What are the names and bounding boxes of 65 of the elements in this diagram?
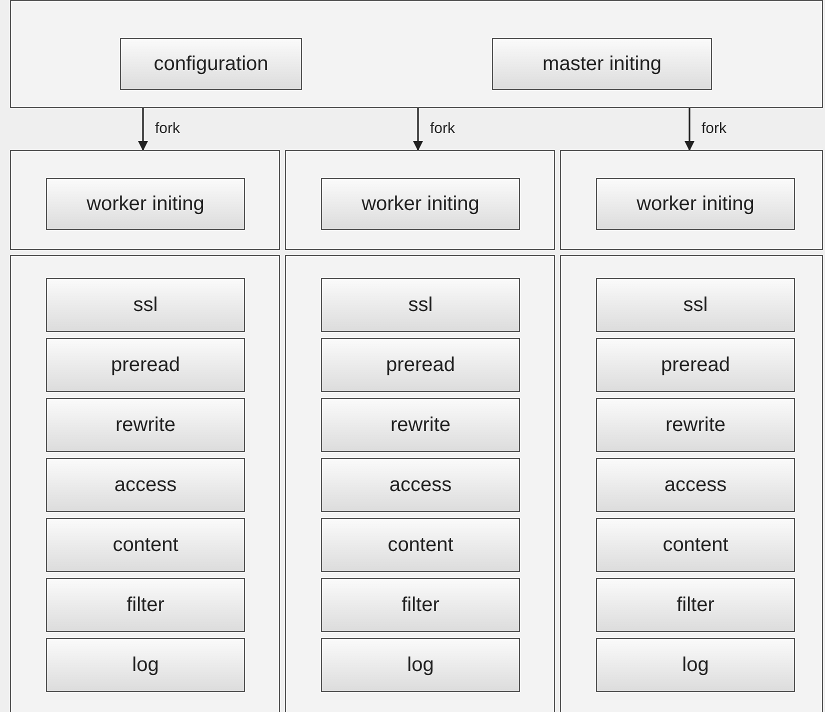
process-box: [46, 458, 245, 512]
process-box: [321, 398, 520, 452]
process-box: [321, 278, 520, 332]
box-label: preread: [111, 353, 180, 378]
group-panel: [10, 150, 280, 250]
box-label: content: [662, 533, 728, 558]
box-label: worker initing: [636, 192, 754, 217]
process-box: [596, 578, 795, 632]
group-panel: [560, 150, 823, 250]
process-box: [321, 178, 520, 230]
box-label: ssl: [133, 293, 158, 318]
box-label: log: [132, 653, 159, 678]
process-box: [596, 338, 795, 392]
edge-label: fork: [430, 119, 456, 139]
process-box: [46, 638, 245, 692]
box-label: rewrite: [390, 413, 450, 438]
group-panel: [285, 150, 555, 250]
arrow: [138, 108, 148, 151]
box-label: filter: [402, 593, 440, 618]
box-label: ssl: [408, 293, 433, 318]
process-box: [46, 518, 245, 572]
arrow: [413, 108, 423, 151]
edge-label: fork: [702, 119, 727, 139]
group-panel: [560, 255, 823, 712]
group-panel: [10, 0, 823, 108]
box-label: rewrite: [115, 413, 176, 438]
process-box: [46, 578, 245, 632]
box-label: access: [389, 473, 452, 498]
box-label: log: [407, 653, 434, 678]
process-box: [46, 338, 245, 392]
arrow: [684, 108, 694, 151]
process-box: [321, 638, 520, 692]
process-box: [492, 38, 712, 90]
process-box: [596, 278, 795, 332]
box-label: worker initing: [86, 192, 204, 217]
process-box: [120, 38, 302, 90]
box-label: access: [114, 473, 177, 498]
process-box: [46, 178, 245, 230]
box-label: content: [112, 533, 178, 558]
edge-label: fork: [155, 119, 180, 139]
process-box: [596, 518, 795, 572]
box-label: ssl: [683, 293, 708, 318]
box-label: filter: [676, 593, 714, 618]
process-box: [321, 518, 520, 572]
process-box: [321, 578, 520, 632]
process-box: [596, 638, 795, 692]
box-label: master initing: [542, 52, 662, 77]
process-box: [46, 278, 245, 332]
box-label: filter: [126, 593, 164, 618]
process-box: [596, 178, 795, 230]
process-box: [596, 398, 795, 452]
box-label: access: [664, 473, 727, 498]
box-label: worker initing: [362, 192, 480, 217]
box-label: preread: [386, 353, 455, 378]
process-box: [321, 458, 520, 512]
group-panel: [285, 255, 555, 712]
box-label: content: [388, 533, 454, 558]
box-label: preread: [661, 353, 730, 378]
process-box: [321, 338, 520, 392]
box-label: log: [682, 653, 709, 678]
group-panel: [10, 255, 280, 712]
process-box: [596, 458, 795, 512]
box-label: rewrite: [665, 413, 726, 438]
box-label: configuration: [154, 52, 268, 77]
process-box: [46, 398, 245, 452]
